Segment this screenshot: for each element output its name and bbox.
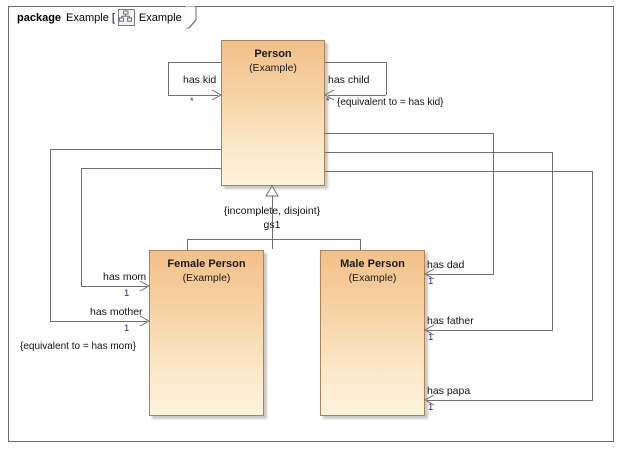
has-child-line-right [386, 62, 387, 95]
has-kid-line-top [168, 62, 221, 63]
has-child-mult: * [326, 96, 330, 107]
has-father-label: has father [427, 315, 474, 327]
has-mom-label: has mom [103, 271, 147, 283]
has-papa-line-bottom [427, 400, 593, 401]
has-father-line-top [325, 152, 553, 153]
has-kid-label: has kid [183, 74, 217, 86]
generalization-set-name: gs1 [263, 219, 281, 231]
has-kid-line-left [168, 62, 169, 95]
has-dad-line-top [325, 133, 494, 134]
has-mom-line-top [81, 168, 221, 169]
has-mom-line-bottom [81, 286, 147, 287]
class-female-person-name: Female Person [167, 258, 246, 270]
package-tab-notch [186, 6, 197, 29]
package-diagram-name: Example [138, 11, 182, 24]
package-keyword: package [17, 11, 62, 24]
has-mother-line-top [50, 149, 221, 150]
has-child-note: {equivalent to = has kid} [337, 97, 444, 108]
bracket-open: [ [111, 11, 115, 24]
has-papa-line-top [325, 171, 593, 172]
has-dad-line-bottom [427, 274, 494, 275]
package-frame-header: package Example [ Example ] [8, 6, 189, 28]
has-papa-line-right [592, 171, 593, 400]
class-person-stereotype: (Example) [249, 62, 297, 74]
has-mother-line-left [50, 149, 51, 321]
has-kid-line-bottom [168, 95, 218, 96]
class-female-person[interactable]: Female Person (Example) [149, 250, 264, 416]
has-child-label: has child [328, 74, 370, 86]
has-papa-mult: 1 [428, 402, 434, 413]
generalization-cross-bar [187, 239, 360, 240]
generalization-branch-female [187, 239, 188, 250]
has-child-line-top [325, 62, 387, 63]
has-papa-label: has papa [427, 385, 471, 397]
has-father-line-right [552, 152, 553, 330]
package-name: Example [66, 11, 109, 24]
has-dad-mult: 1 [428, 276, 434, 287]
class-male-person[interactable]: Male Person (Example) [320, 250, 425, 416]
has-child-line-bottom [328, 95, 386, 96]
has-mother-mult: 1 [124, 323, 130, 334]
generalization-stem [272, 194, 273, 249]
has-kid-mult: * [190, 96, 194, 107]
class-person[interactable]: Person (Example) [221, 40, 325, 186]
has-father-mult: 1 [428, 332, 434, 343]
has-dad-line-right [493, 133, 494, 274]
has-mother-label: has mother [90, 306, 143, 318]
generalization-constraint: {incomplete, disjoint} [223, 205, 321, 217]
class-male-person-stereotype: (Example) [348, 272, 397, 284]
class-person-name: Person [254, 48, 292, 60]
class-male-person-name: Male Person [340, 258, 405, 270]
has-mother-line-bottom [50, 321, 147, 322]
has-father-line-bottom [427, 330, 553, 331]
class-diagram-icon [117, 9, 135, 26]
has-dad-label: has dad [427, 259, 465, 271]
has-mom-mult: 1 [124, 288, 130, 299]
class-female-person-stereotype: (Example) [182, 272, 231, 284]
has-mom-line-left [81, 168, 82, 286]
generalization-branch-male [360, 239, 361, 250]
has-mother-note: {equivalent to = has mom} [20, 341, 136, 352]
